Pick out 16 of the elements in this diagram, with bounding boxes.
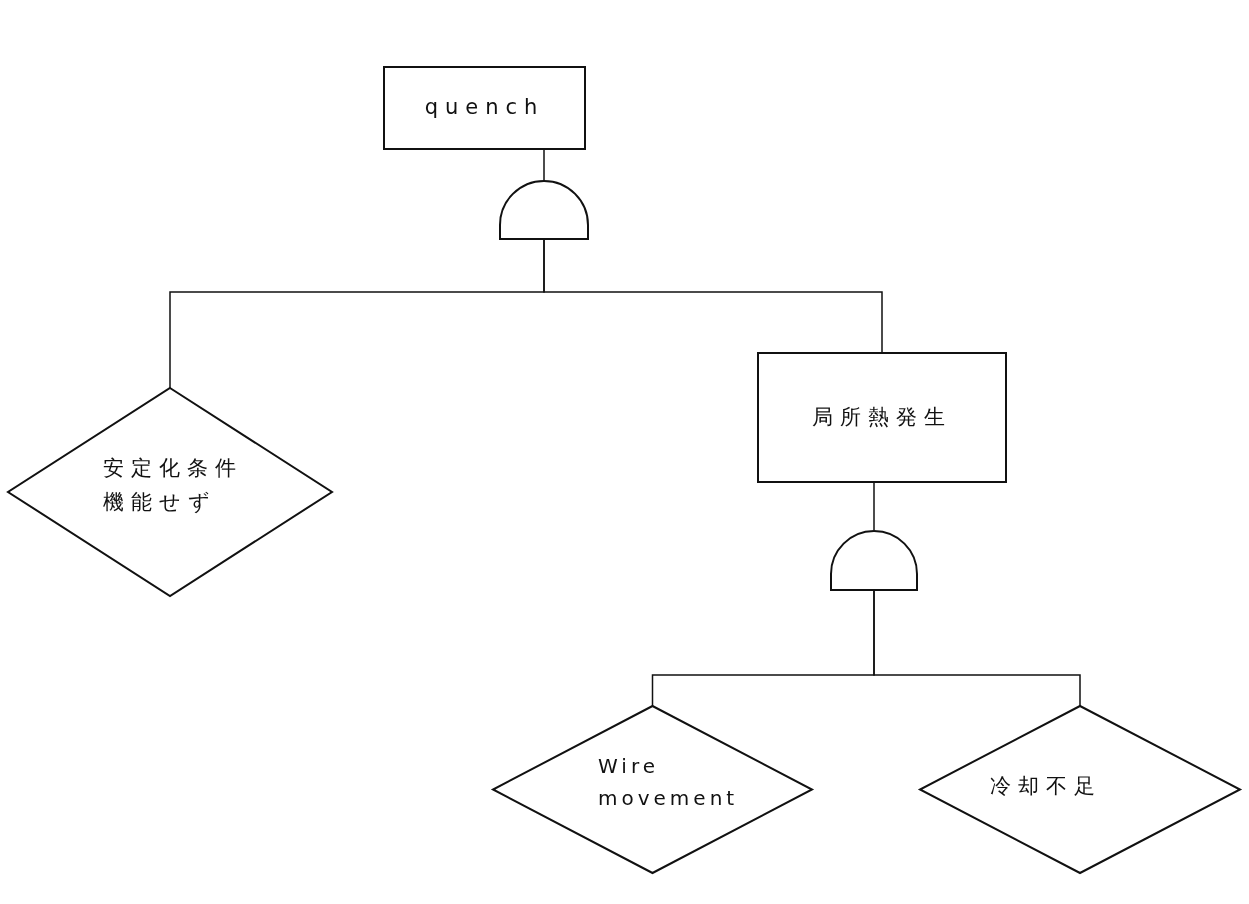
event-label: quench xyxy=(424,94,545,122)
event-label: 局所熱発生 xyxy=(812,403,952,431)
event-label: 冷却不足 xyxy=(990,772,1103,800)
connector-line xyxy=(543,239,883,353)
event-box xyxy=(757,352,1007,483)
connector-line xyxy=(543,149,545,181)
and-gate-symbol xyxy=(830,530,918,591)
connector-line xyxy=(873,590,1081,707)
event-box xyxy=(383,66,586,150)
undeveloped-event-diamond xyxy=(493,706,812,873)
undeveloped-event-diamond xyxy=(8,388,332,596)
and-gate-symbol xyxy=(499,180,589,240)
event-label: 安定化条件機能せず xyxy=(103,455,244,516)
connector-line xyxy=(873,482,875,531)
event-label: Wire movement xyxy=(598,752,740,812)
undeveloped-event-diamond xyxy=(920,706,1240,873)
